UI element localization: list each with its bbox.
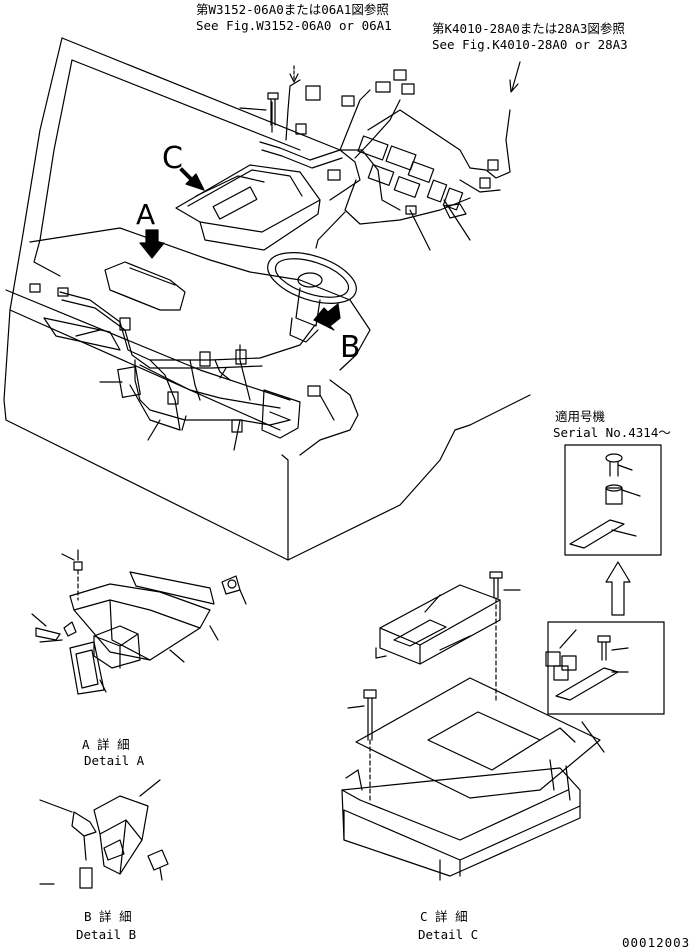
cab-body [3, 37, 531, 561]
serial-arrow [605, 561, 631, 616]
view-marker-b: B [340, 330, 361, 365]
right-reference-en: See Fig.K4010-28A0 or 28A3 [432, 37, 628, 52]
detail-c-jp: C 詳 細 [420, 909, 468, 924]
detail-c-drawing [341, 571, 665, 881]
detail-b-jp: B 詳 細 [84, 909, 132, 924]
left-reference-en: See Fig.W3152-06A0 or 06A1 [196, 18, 392, 33]
detail-c-en: Detail C [418, 927, 479, 942]
serial-note-jp: 適用号機 [555, 409, 606, 424]
detail-b-drawing [39, 779, 169, 889]
left-reference-jp: 第W3152-06A0または06A1図参照 [196, 2, 389, 17]
view-marker-a: A [136, 198, 156, 231]
drawing-number: 00012003 [622, 935, 691, 950]
detail-a-jp: A 詳 細 [82, 737, 130, 752]
detail-a-en: Detail A [84, 753, 145, 768]
view-marker-c: C [162, 141, 183, 176]
detail-a-drawing [31, 549, 247, 695]
right-reference-jp: 第K4010-28A0または28A3図参照 [432, 21, 625, 36]
serial-detail-box [564, 444, 662, 556]
detail-b-en: Detail B [76, 927, 137, 942]
serial-note-en: Serial No.4314～ [553, 425, 671, 440]
